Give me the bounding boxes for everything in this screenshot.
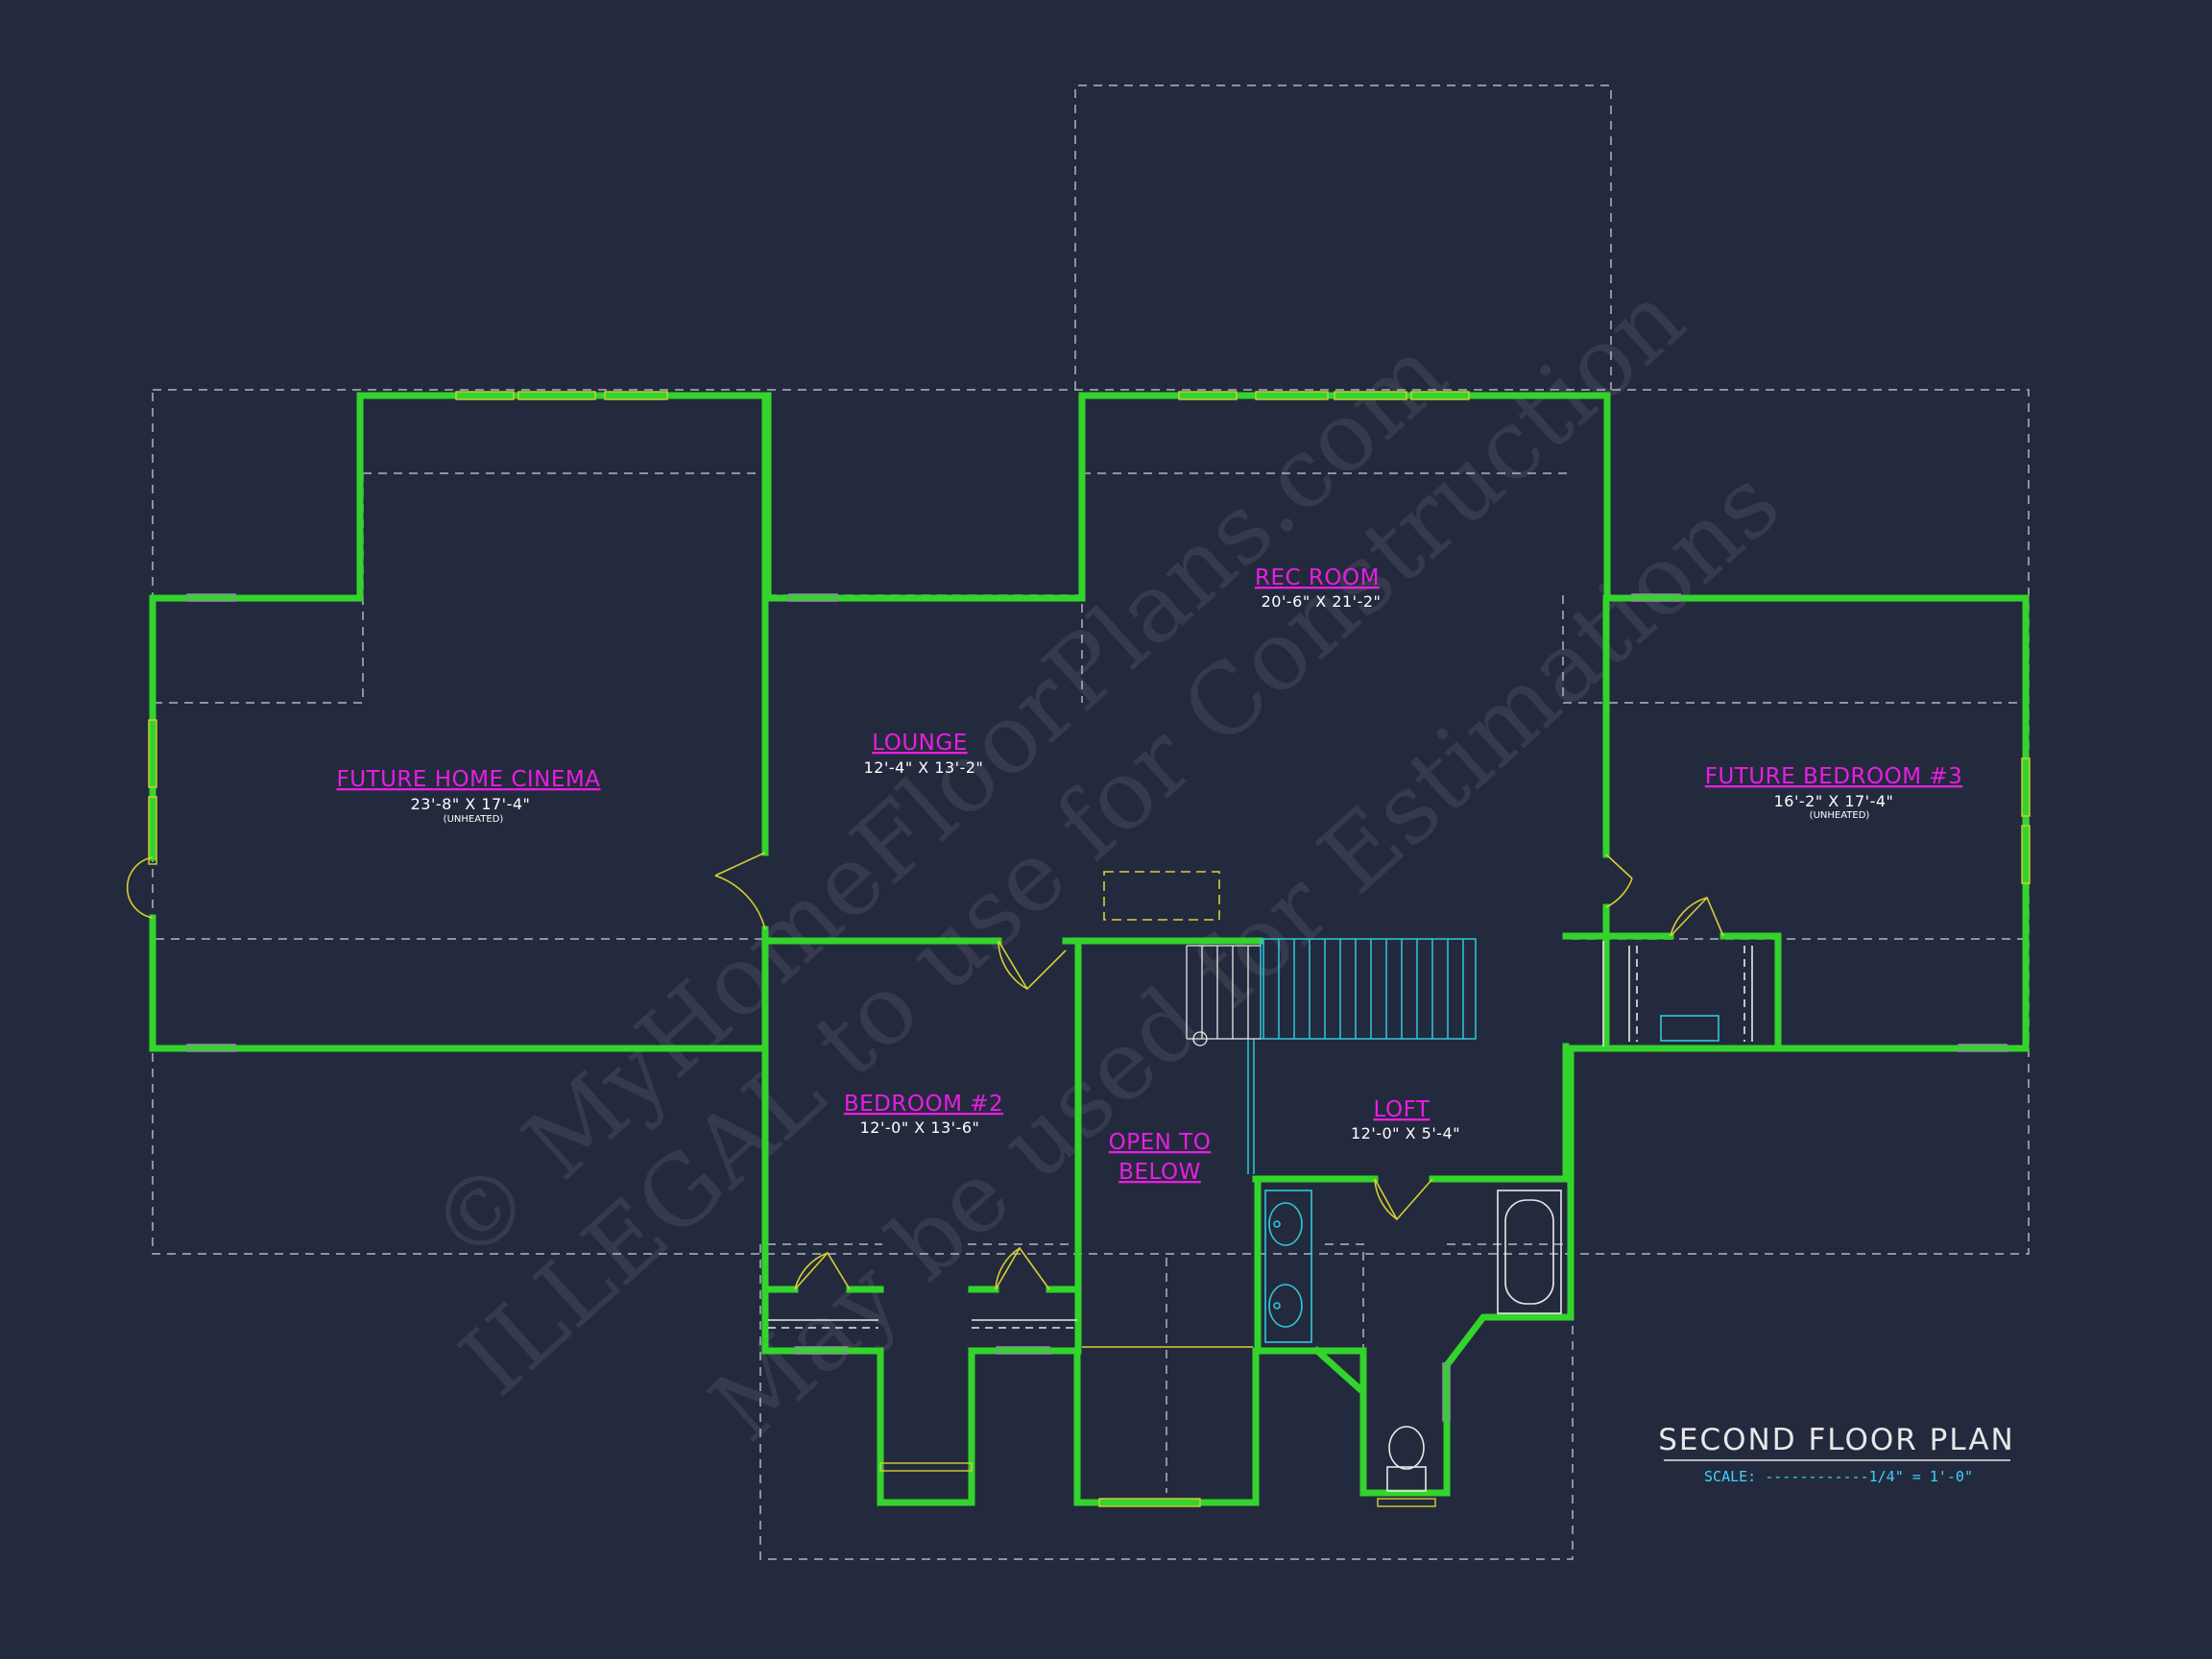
room-dims-rec: 20'-6" X 21'-2": [1262, 592, 1382, 611]
watermark-copyright: © MyHomeFloorPlans.com: [408, 316, 1467, 1286]
windows: [148, 391, 2031, 1507]
room-dims-loft: 12'-0" X 5'-4": [1351, 1124, 1460, 1142]
room-name-lounge: LOUNGE: [872, 731, 968, 756]
room-dims-cinema: 23'-8" X 17'-4": [411, 795, 531, 813]
plan-scale: SCALE: ------------1/4" = 1'-0": [1704, 1468, 1973, 1485]
room-dims-bedroom2: 12'-0" X 13'-6": [860, 1118, 980, 1137]
room-name-open-line1: OPEN TO: [1109, 1130, 1212, 1155]
room-name-rec: REC ROOM: [1255, 565, 1380, 590]
room-name-bedroom2: BEDROOM #2: [844, 1092, 1003, 1117]
doors: [126, 852, 1724, 1348]
room-labels: FUTURE HOME CINEMA 23'-8" X 17'-4" (UNHE…: [336, 565, 1963, 1185]
plan-title: SECOND FLOOR PLAN: [1658, 1423, 2015, 1457]
watermark: © MyHomeFloorPlans.com ILLEGAL to use fo…: [408, 262, 1800, 1463]
room-name-open-line2: BELOW: [1118, 1160, 1201, 1185]
room-name-loft: LOFT: [1374, 1097, 1431, 1122]
walls: [149, 392, 2030, 1506]
bathroom-fixtures: [1264, 1190, 1562, 1492]
room-name-cinema: FUTURE HOME CINEMA: [336, 767, 600, 792]
room-name-bedroom3: FUTURE BEDROOM #3: [1705, 764, 1963, 789]
room-note-cinema: (UNHEATED): [444, 814, 504, 825]
room-note-bedroom3: (UNHEATED): [1810, 810, 1870, 821]
room-dims-bedroom3: 16'-2" X 17'-4": [1774, 792, 1894, 810]
staircase: [1186, 938, 1477, 1174]
room-dims-lounge: 12'-4" X 13'-2": [864, 758, 984, 777]
closets: [768, 941, 1753, 1329]
title-block: SECOND FLOOR PLAN SCALE: ------------1/4…: [1658, 1423, 2015, 1485]
